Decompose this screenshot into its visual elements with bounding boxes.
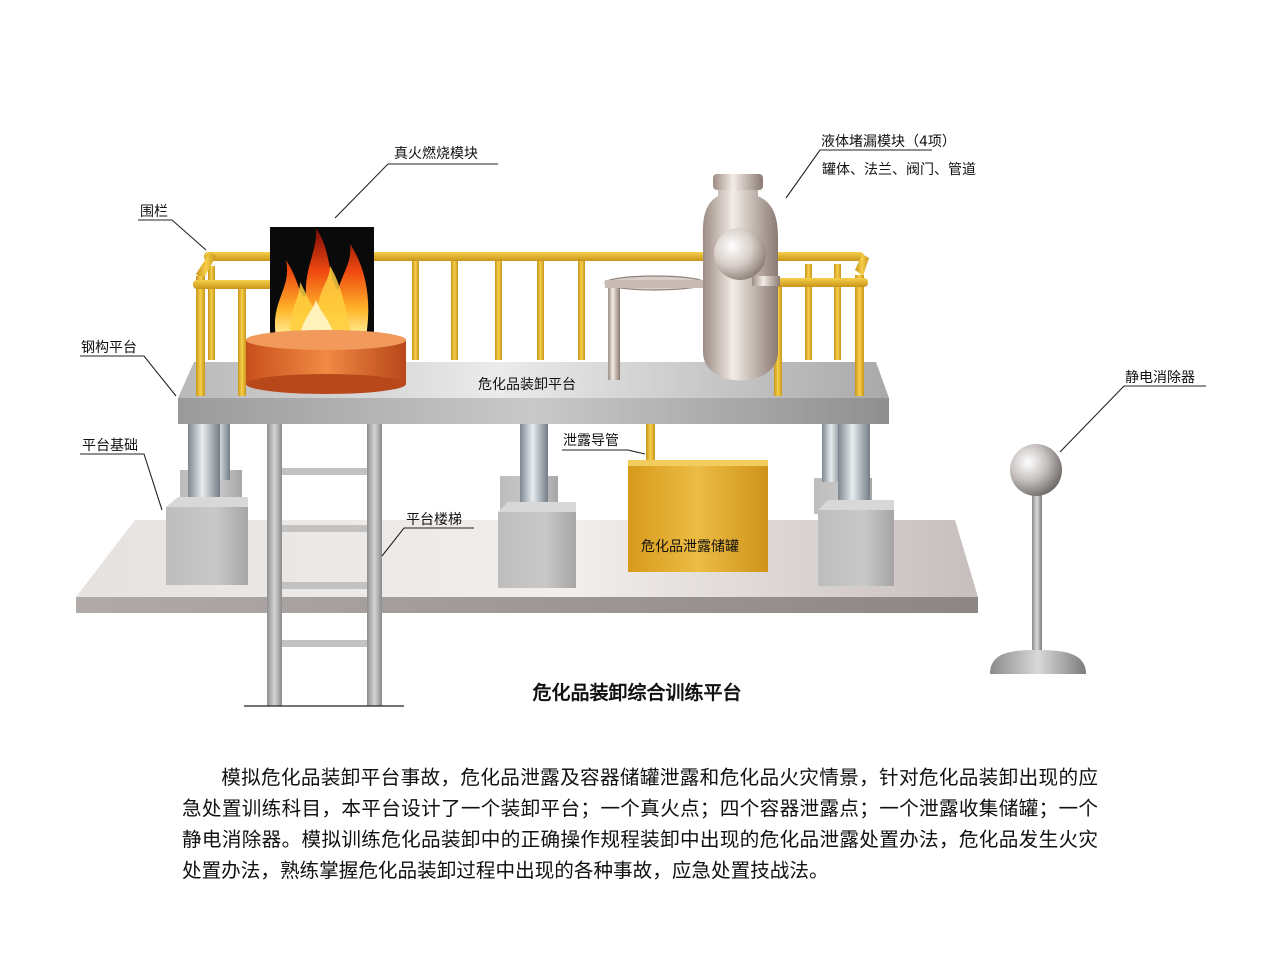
figure-caption: 危化品装卸综合训练平台 (532, 682, 742, 704)
leak-collection-tank (628, 460, 768, 572)
label-static-eliminator: 静电消除器 (1125, 370, 1195, 386)
label-platform-stairs: 平台楼梯 (406, 512, 462, 528)
label-leak-pipe: 泄露导管 (563, 433, 619, 449)
label-platform-base: 平台基础 (82, 437, 138, 454)
label-leak-tank: 危化品泄露储罐 (641, 539, 739, 555)
static-eliminator-sphere (1010, 444, 1062, 496)
leak-pipe (646, 420, 655, 464)
liquid-leak-vessel (702, 174, 780, 381)
label-platform-deck: 危化品装卸平台 (478, 377, 576, 393)
fire-module (246, 227, 406, 394)
label-fence: 围栏 (140, 204, 168, 220)
valve-arm (604, 275, 706, 380)
label-leak-module-items: 罐体、法兰、阀门、管道 (822, 162, 976, 178)
fire-image (274, 228, 369, 337)
platform-foundations (166, 497, 894, 588)
leader-lines (80, 149, 1206, 557)
label-steel-platform: 钢构平台 (81, 340, 137, 356)
platform-ladder (244, 424, 404, 707)
description-paragraph: 模拟危化品装卸平台事故，危化品泄露及容器储罐泄露和危化品火灾情景，针对危化品装卸… (182, 766, 1098, 882)
static-eliminator (990, 444, 1086, 674)
label-fire-module: 真火燃烧模块 (394, 145, 478, 162)
callout-labels: 围栏 真火燃烧模块 液体堵漏模块（4项） 罐体、法兰、阀门、管道 钢构平台 平台… (81, 134, 1195, 555)
label-leak-module-title: 液体堵漏模块（4项） (821, 134, 956, 150)
